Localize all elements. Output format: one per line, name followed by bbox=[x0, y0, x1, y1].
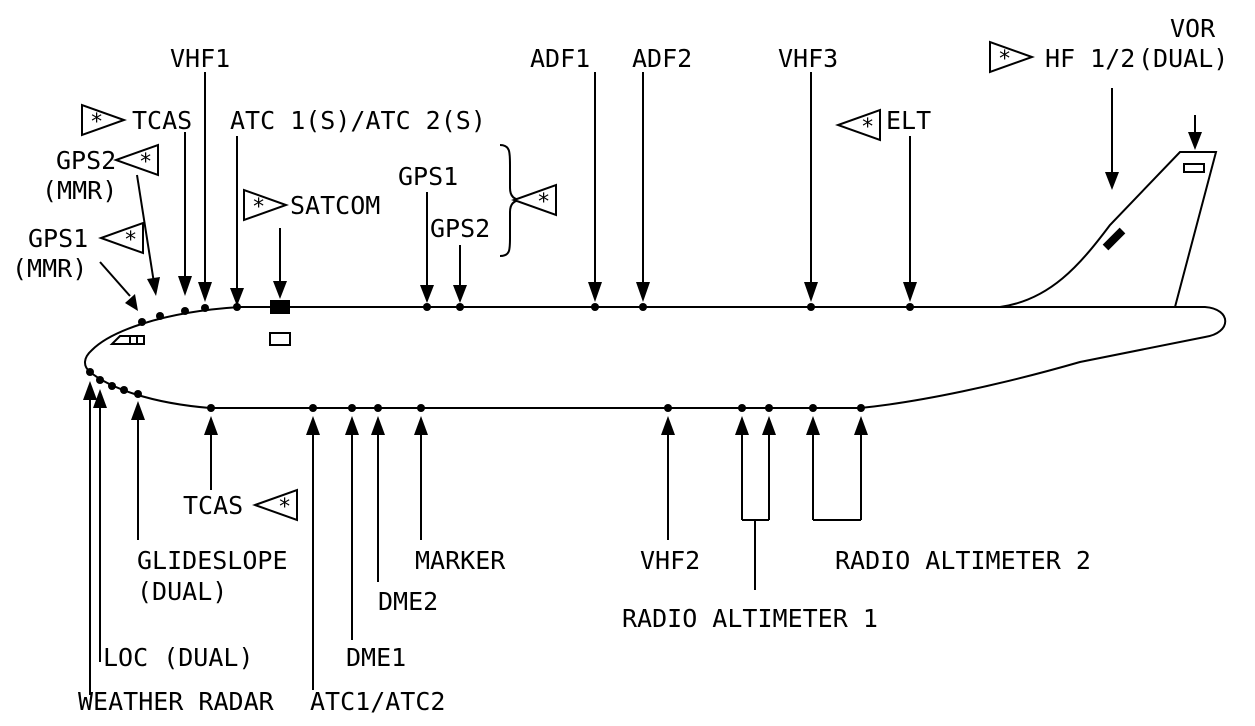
svg-text:*: * bbox=[252, 195, 265, 220]
tri-marker-gps1-mmr: * bbox=[98, 221, 144, 255]
label-gps2: GPS2 bbox=[430, 214, 490, 243]
antenna-dots bbox=[86, 303, 914, 412]
satcom-antenna bbox=[270, 300, 290, 314]
label-atc1-atc2: ATC1/ATC2 bbox=[310, 687, 445, 716]
label-vor-line2: (DUAL) bbox=[1138, 44, 1228, 73]
label-adf1: ADF1 bbox=[530, 44, 590, 73]
label-atc-top: ATC 1(S)/ATC 2(S) bbox=[230, 106, 486, 135]
tri-marker-tcas-bottom: * bbox=[252, 488, 298, 522]
label-loc: LOC (DUAL) bbox=[103, 643, 254, 672]
label-glideslope-line2: (DUAL) bbox=[137, 577, 227, 606]
label-vhf1: VHF1 bbox=[170, 44, 230, 73]
label-satcom: SATCOM bbox=[290, 191, 380, 220]
label-gps2-mmr-line1: GPS2 bbox=[56, 146, 116, 175]
svg-text:*: * bbox=[278, 495, 291, 520]
tri-marker-gps: * bbox=[511, 183, 557, 217]
label-glideslope-line1: GLIDESLOPE bbox=[137, 546, 288, 575]
label-dme1: DME1 bbox=[346, 643, 406, 672]
label-gps1: GPS1 bbox=[398, 162, 458, 191]
aircraft-outline bbox=[84, 151, 1226, 409]
window-box bbox=[269, 332, 291, 346]
label-elt: ELT bbox=[886, 106, 931, 135]
label-gps2-mmr-line2: (MMR) bbox=[42, 176, 117, 205]
label-tcas-top: TCAS bbox=[132, 106, 192, 135]
label-dme2: DME2 bbox=[378, 587, 438, 616]
label-tcas-bottom: TCAS bbox=[183, 491, 243, 520]
tri-marker-tcas-top: * bbox=[81, 103, 127, 137]
vertical-stabilizer bbox=[999, 151, 1218, 308]
svg-text:*: * bbox=[90, 110, 103, 135]
label-weather-radar: WEATHER RADAR bbox=[78, 687, 275, 716]
label-vhf2: VHF2 bbox=[640, 546, 700, 575]
label-hf12: HF 1/2 bbox=[1045, 44, 1135, 73]
fuselage-outline bbox=[84, 306, 1226, 409]
label-vhf3: VHF3 bbox=[778, 44, 838, 73]
label-radio-alt-1: RADIO ALTIMETER 1 bbox=[622, 604, 878, 633]
tail-hf-antenna bbox=[1102, 227, 1126, 251]
label-gps1-mmr-line2: (MMR) bbox=[12, 254, 87, 283]
svg-text:*: * bbox=[998, 47, 1011, 72]
tri-marker-satcom: * bbox=[243, 188, 289, 222]
label-radio-alt-2: RADIO ALTIMETER 2 bbox=[835, 546, 1091, 575]
leader-lines bbox=[83, 72, 1202, 695]
label-vor-line1: VOR bbox=[1170, 14, 1216, 43]
svg-text:*: * bbox=[861, 115, 874, 140]
label-adf2: ADF2 bbox=[632, 44, 692, 73]
label-marker: MARKER bbox=[415, 546, 506, 575]
tri-marker-elt: * bbox=[835, 108, 881, 142]
tail-vor-antenna bbox=[1183, 163, 1205, 173]
tri-marker-hf: * bbox=[989, 40, 1035, 74]
label-gps1-mmr-line1: GPS1 bbox=[28, 224, 88, 253]
svg-text:*: * bbox=[124, 228, 137, 253]
triangle-markers: * * * * * * * * bbox=[81, 40, 1035, 522]
svg-text:*: * bbox=[537, 190, 550, 215]
svg-text:*: * bbox=[139, 150, 152, 175]
tri-marker-gps2-mmr: * bbox=[113, 143, 159, 177]
labels: VHF1 ADF1 ADF2 VHF3 HF 1/2 VOR (DUAL) TC… bbox=[12, 14, 1228, 716]
cockpit-windows bbox=[109, 335, 145, 345]
